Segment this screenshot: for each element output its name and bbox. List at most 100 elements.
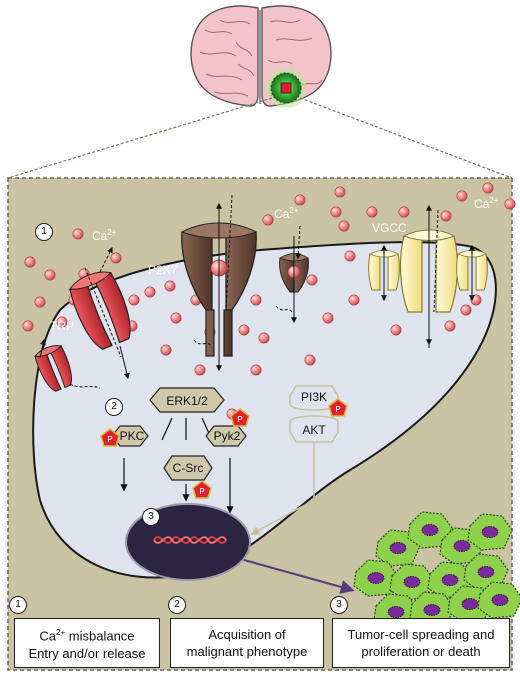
ca-label-left: Ca2+	[92, 228, 117, 243]
calcium-ion	[110, 252, 122, 264]
tumor-cell-nucleus	[387, 606, 405, 618]
tumor-cell-cluster	[353, 511, 520, 631]
pyk2-label: Pyk2	[214, 429, 241, 443]
vgcc-channel-large	[399, 204, 459, 348]
brain-illustration	[190, 5, 332, 107]
tumor-cell-nucleus	[441, 574, 459, 586]
ca-label-mid: Ca2+	[274, 206, 299, 221]
calcium-ion	[390, 324, 402, 336]
p2x7-label: P2X7	[148, 263, 178, 277]
csrc-box: C-Src	[163, 455, 213, 481]
nucleus-to-tumor-arrow	[243, 559, 355, 594]
pi3k-label: PI3K	[301, 390, 327, 404]
calcium-ion	[348, 294, 360, 306]
caption-1-line1: Ca2+ misbalance	[39, 628, 135, 644]
erk-label: ERK1/2	[166, 394, 208, 408]
phospho-pkc: P	[100, 427, 120, 447]
tumor-cell-nucleus	[421, 524, 439, 536]
calcium-ions	[22, 182, 516, 420]
calcium-ion	[128, 294, 140, 306]
tumor-cell-nucleus	[481, 526, 499, 538]
caption-2-line2: malignant phenotype	[186, 644, 308, 659]
calcium-ion	[72, 228, 84, 240]
tumor-site	[266, 68, 306, 108]
caption-marker-3: 3	[330, 596, 348, 614]
calcium-ion	[366, 206, 378, 218]
p2x7-channel	[180, 194, 258, 372]
calcium-ion	[444, 320, 456, 332]
caption-1-line2: Entry and/or release	[28, 645, 146, 661]
trp-channel-small	[34, 345, 72, 392]
calcium-ion	[258, 332, 270, 344]
calcium-ion	[250, 294, 262, 306]
caption-2-line1: Acquisition of	[208, 627, 286, 642]
calcium-ion	[22, 320, 34, 332]
calcium-ion	[440, 210, 452, 222]
small-channel	[275, 225, 309, 324]
cell-body	[32, 241, 497, 579]
svg-text:P: P	[107, 435, 112, 444]
caption-marker-2: 2	[168, 596, 186, 614]
erk-box: ERK1/2	[149, 387, 225, 413]
calcium-ion	[330, 206, 342, 218]
calcium-ion	[482, 182, 494, 194]
pkc-label: PKC	[120, 429, 145, 443]
vgcc-channel-small-left	[368, 244, 400, 302]
caption-box-3: Tumor-cell spreading and proliferation o…	[332, 618, 510, 668]
akt-label: AKT	[302, 423, 326, 437]
calcium-ion	[304, 354, 316, 366]
tumor-cell-nucleus	[491, 594, 509, 606]
svg-text:P: P	[199, 487, 204, 496]
caption-marker-1: 1	[9, 596, 27, 614]
phospho-pi3k: P	[328, 397, 348, 417]
calcium-ion	[44, 269, 56, 281]
phospho-pyk2: P	[230, 407, 250, 427]
calcium-ion	[504, 198, 516, 210]
zoom-lines	[7, 97, 513, 179]
calcium-ion	[460, 304, 472, 316]
calcium-ion	[144, 286, 156, 298]
calcium-ion	[344, 250, 356, 262]
pyk2-box: Pyk2	[205, 425, 247, 447]
tumor-cell-nucleus	[367, 572, 385, 584]
calcium-ion	[294, 194, 306, 206]
tumor-cell-nucleus	[477, 566, 495, 578]
calcium-ion	[164, 280, 176, 292]
calcium-ion	[34, 296, 46, 308]
svg-text:P: P	[335, 405, 340, 414]
caption-box-2: Acquisition of malignant phenotype	[170, 618, 324, 668]
calcium-ion	[170, 312, 182, 324]
calcium-ion	[250, 364, 262, 376]
calcium-ion	[338, 220, 350, 232]
calcium-ion	[56, 316, 68, 328]
svg-text:P: P	[237, 415, 242, 424]
marker-3: 3	[142, 508, 160, 526]
calcium-ion	[24, 256, 36, 268]
tumor-cell-nucleus	[461, 598, 479, 610]
ca-label-right: Ca2+	[474, 196, 499, 211]
csrc-label: C-Src	[173, 461, 204, 475]
phospho-csrc: P	[192, 479, 212, 499]
calcium-ion	[160, 344, 172, 356]
calcium-ion	[262, 214, 274, 226]
trp-channel-large	[68, 267, 131, 358]
calcium-ion	[306, 274, 318, 286]
tumor-cell-nucleus	[403, 576, 421, 588]
vgcc-channel-small-right	[456, 244, 488, 302]
caption-3-line1: Tumor-cell spreading and	[347, 627, 495, 642]
marker-1: 1	[35, 223, 53, 241]
caption-3-line2: proliferation or death	[361, 644, 481, 659]
calcium-ion	[456, 190, 468, 202]
calcium-ion	[334, 186, 346, 198]
tumor-cell-nucleus	[389, 542, 407, 554]
marker-2: 2	[105, 398, 123, 416]
pi3k-akt-box: PI3K AKT	[289, 385, 339, 443]
calcium-ion	[238, 324, 250, 336]
tumor-cell-nucleus	[453, 540, 471, 552]
calcium-ion	[322, 312, 334, 324]
calcium-ion	[398, 206, 410, 218]
vgcc-label: VGCC	[372, 221, 407, 235]
tumor-cell-nucleus	[423, 604, 441, 616]
caption-box-1: Ca2+ misbalance Entry and/or release	[14, 618, 160, 668]
